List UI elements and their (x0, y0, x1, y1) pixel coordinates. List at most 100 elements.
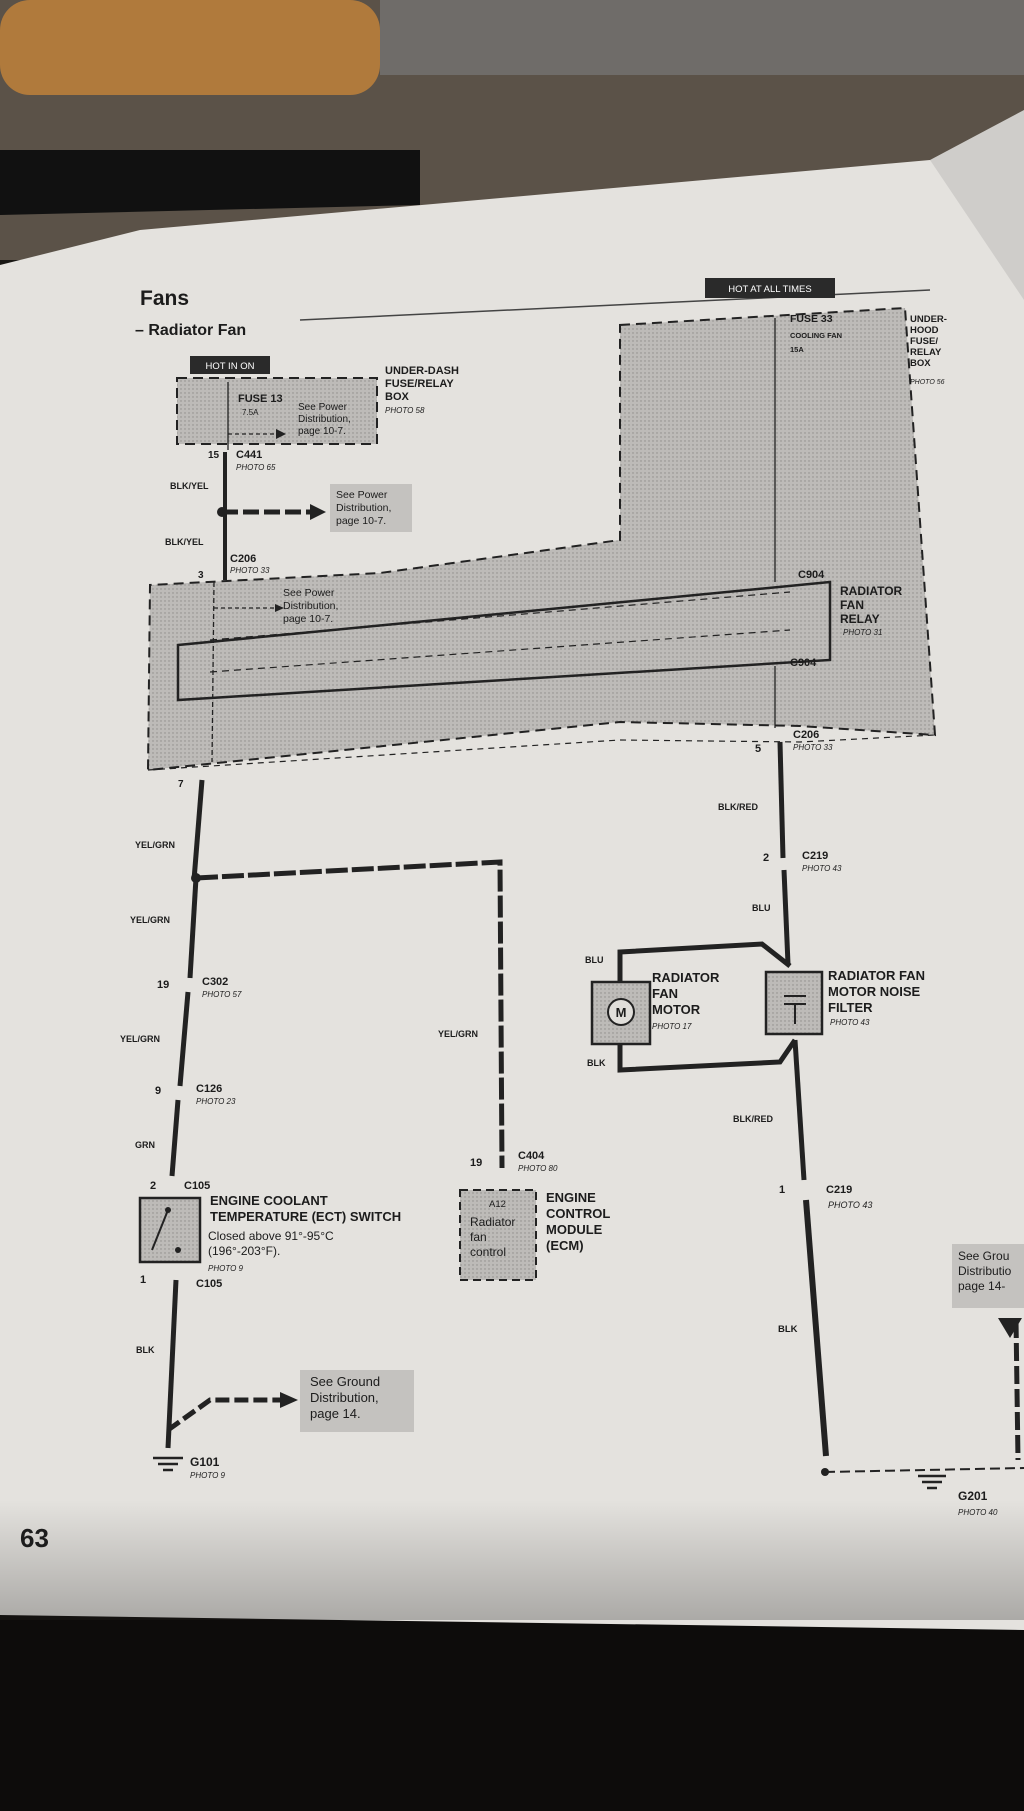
wire-yel-grn-main (191, 779, 205, 881)
svg-text:PHOTO 33: PHOTO 33 (793, 743, 833, 752)
svg-text:M: M (616, 1005, 627, 1020)
ground-note-box-right (952, 1244, 1024, 1308)
svg-text:1: 1 (779, 1184, 785, 1196)
svg-text:HOT AT ALL TIMES: HOT AT ALL TIMES (728, 284, 811, 295)
svg-text:A12: A12 (489, 1199, 506, 1210)
svg-text:BLK/YEL: BLK/YEL (165, 537, 204, 547)
svg-text:GRN: GRN (135, 1140, 155, 1150)
c904-bottom-label: C904 (790, 657, 817, 669)
ground-note-box (300, 1370, 414, 1432)
svg-text:YEL/GRN: YEL/GRN (438, 1029, 478, 1039)
svg-text:19: 19 (470, 1157, 482, 1169)
c904-top-label: C904 (798, 569, 825, 581)
svg-text:PHOTO 23: PHOTO 23 (196, 1097, 236, 1106)
svg-text:1: 1 (140, 1274, 146, 1286)
svg-text:Closed above 91°-95°C(196°-203: Closed above 91°-95°C(196°-203°F). (208, 1229, 334, 1258)
svg-text:BLK: BLK (778, 1324, 798, 1335)
svg-text:PHOTO 17: PHOTO 17 (652, 1022, 692, 1031)
ect-switch (138, 1196, 202, 1264)
svg-text:PHOTO 56: PHOTO 56 (910, 379, 945, 386)
svg-text:C404: C404 (518, 1150, 545, 1162)
svg-text:5: 5 (755, 743, 761, 755)
svg-text:7.5A: 7.5A (242, 408, 259, 417)
svg-text:FUSE 13: FUSE 13 (238, 393, 283, 405)
svg-text:PHOTO 31: PHOTO 31 (843, 628, 882, 637)
svg-text:C206: C206 (230, 553, 256, 565)
svg-text:BLK: BLK (136, 1345, 155, 1355)
svg-text:PHOTO 40: PHOTO 40 (958, 1508, 998, 1517)
svg-text:3: 3 (198, 570, 204, 581)
diagram-title: – Radiator Fan (135, 322, 246, 339)
svg-text:BLK/YEL: BLK/YEL (170, 481, 209, 491)
svg-text:PHOTO 65: PHOTO 65 (236, 463, 276, 472)
svg-text:2: 2 (763, 852, 769, 864)
metal-tray (380, 0, 1024, 75)
svg-text:PHOTO 80: PHOTO 80 (518, 1164, 558, 1173)
svg-text:PHOTO 43: PHOTO 43 (828, 1200, 872, 1210)
page-number: 63 (20, 1523, 49, 1553)
svg-text:HOT IN ON: HOT IN ON (206, 361, 255, 372)
power-note-box-1 (330, 484, 412, 532)
section-heading: Fans (140, 287, 189, 310)
svg-text:C302: C302 (202, 976, 228, 988)
svg-text:G101: G101 (190, 1455, 220, 1469)
svg-text:C126: C126 (196, 1083, 222, 1095)
svg-text:19: 19 (157, 979, 169, 991)
svg-text:9: 9 (155, 1085, 161, 1097)
svg-text:BLK/RED: BLK/RED (733, 1114, 773, 1124)
svg-text:FUSE 33: FUSE 33 (790, 313, 833, 325)
hot-at-all-times-badge (705, 278, 835, 298)
svg-text:COOLING FAN: COOLING FAN (790, 331, 842, 340)
hot-in-on-badge (190, 356, 270, 374)
svg-text:C105: C105 (196, 1278, 222, 1290)
wire-blk-red-lower (792, 1039, 807, 1181)
svg-text:PHOTO 58: PHOTO 58 (385, 406, 425, 415)
wire-yel-grn-to-ecm (195, 859, 505, 1169)
motor-icon (607, 998, 635, 1026)
svg-text:BLK: BLK (587, 1058, 606, 1068)
svg-text:BLU: BLU (585, 955, 604, 965)
relay-block (176, 580, 832, 702)
svg-text:G201: G201 (958, 1489, 988, 1503)
svg-text:C206: C206 (793, 729, 819, 741)
svg-text:BLK/RED: BLK/RED (718, 802, 758, 812)
svg-text:PHOTO 33: PHOTO 33 (230, 566, 270, 575)
svg-text:YEL/GRN: YEL/GRN (130, 915, 170, 925)
svg-text:PHOTO 9: PHOTO 9 (208, 1264, 244, 1273)
svg-text:15: 15 (208, 450, 220, 461)
table-shadow (0, 1620, 1024, 1811)
svg-text:15A: 15A (790, 345, 804, 354)
wire-grn (169, 1099, 181, 1177)
wire-blk-right (803, 1199, 829, 1457)
svg-text:YEL/GRN: YEL/GRN (120, 1034, 160, 1044)
svg-text:C105: C105 (184, 1180, 210, 1192)
svg-text:YEL/GRN: YEL/GRN (135, 840, 175, 850)
svg-text:PHOTO 9: PHOTO 9 (190, 1471, 226, 1480)
svg-text:PHOTO 43: PHOTO 43 (830, 1018, 870, 1027)
svg-text:C219: C219 (802, 850, 828, 862)
wooden-handle (0, 0, 380, 95)
svg-text:BLU: BLU (752, 903, 771, 913)
svg-text:C441: C441 (236, 449, 262, 461)
ecm-box (459, 1189, 537, 1281)
cable-shadow (0, 150, 420, 215)
svg-text:2: 2 (150, 1180, 156, 1192)
wire-blk-red (777, 741, 786, 859)
svg-text:7: 7 (178, 779, 184, 790)
svg-text:C219: C219 (826, 1184, 852, 1196)
wire-blk-left (165, 1279, 179, 1449)
